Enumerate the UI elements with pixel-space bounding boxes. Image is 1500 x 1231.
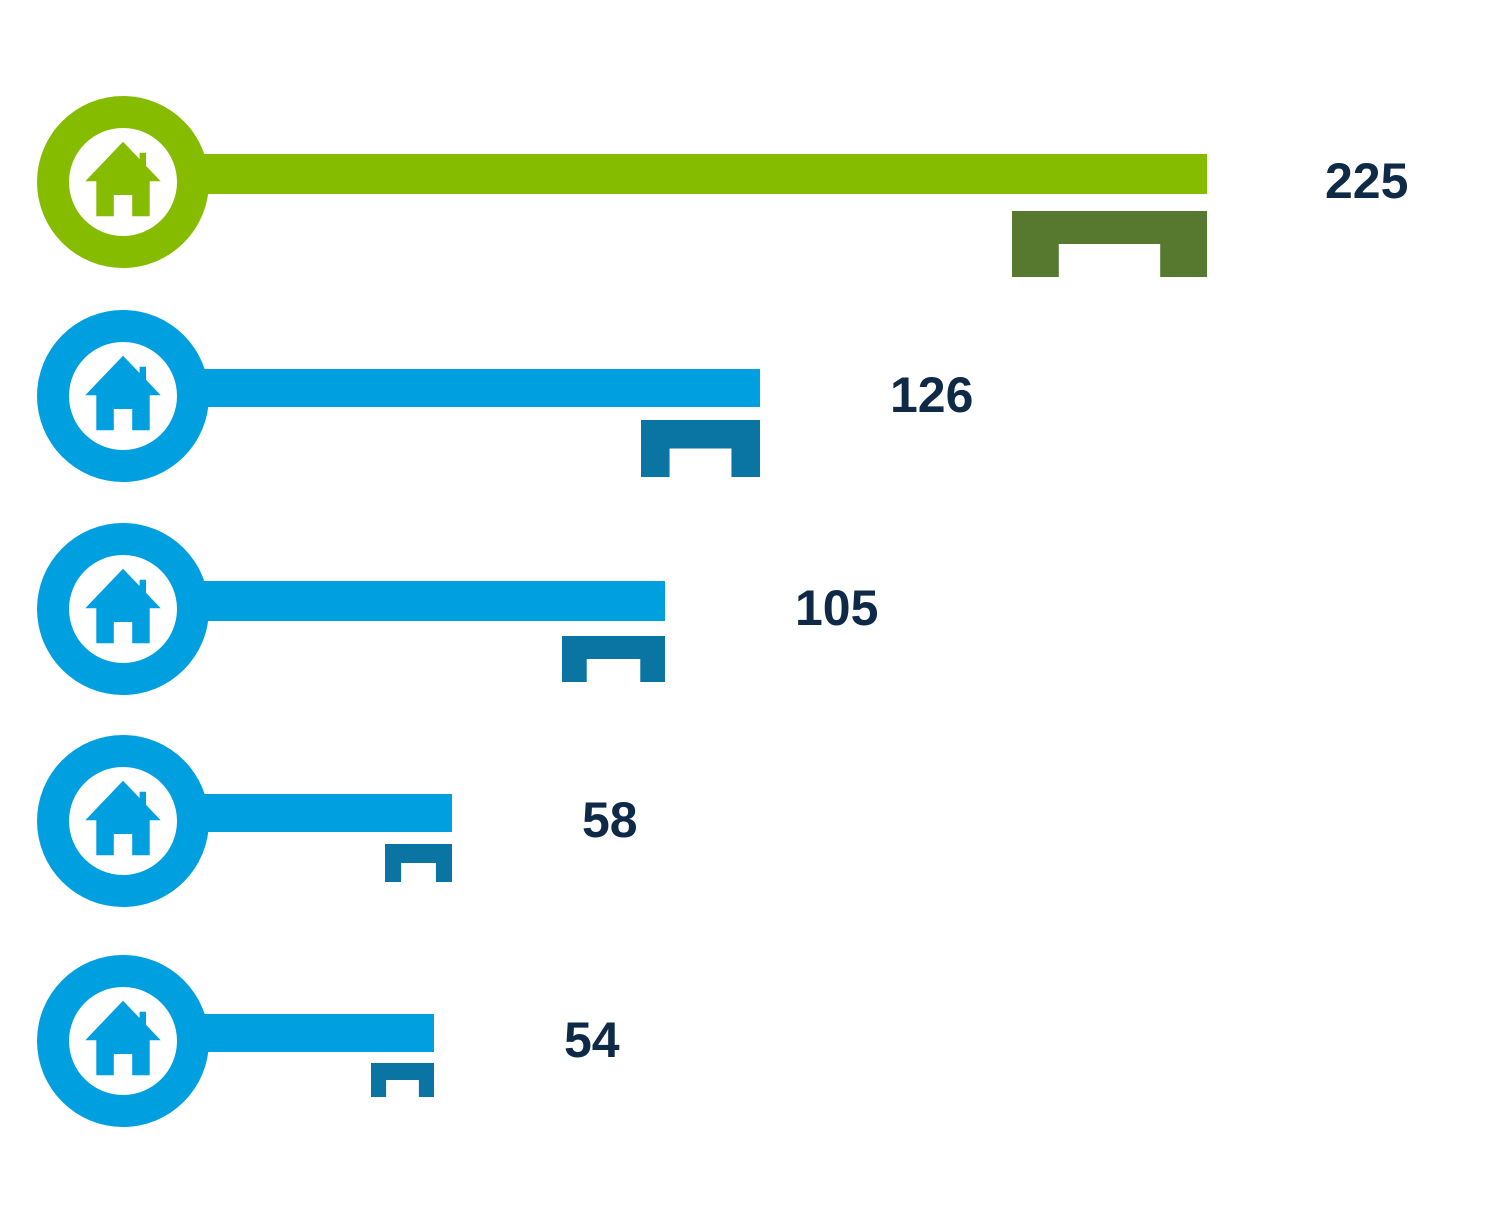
house-icon (85, 355, 161, 431)
house-icon (85, 1000, 161, 1076)
key-teeth (1012, 211, 1207, 277)
value-label: 105 (795, 580, 878, 636)
key-shaft (180, 794, 452, 832)
key-shaft (180, 1014, 434, 1052)
key-bar-1: 126 (37, 310, 973, 482)
house-icon (85, 780, 161, 856)
key-teeth (371, 1063, 434, 1097)
key-shaft (180, 369, 760, 407)
value-label: 54 (564, 1012, 620, 1068)
key-bar-0: 225 (37, 96, 1408, 277)
key-shaft (180, 154, 1207, 194)
value-label: 225 (1325, 153, 1408, 209)
key-teeth (385, 844, 452, 882)
key-bar-3: 58 (37, 735, 638, 907)
house-icon (85, 141, 161, 217)
house-icon (85, 568, 161, 644)
value-label: 58 (582, 792, 638, 848)
value-label: 126 (890, 367, 973, 423)
key-bar-4: 54 (37, 955, 620, 1127)
key-shaft (180, 581, 665, 621)
key-teeth (562, 636, 665, 682)
key-bar-2: 105 (37, 523, 878, 695)
key-teeth (641, 420, 760, 477)
